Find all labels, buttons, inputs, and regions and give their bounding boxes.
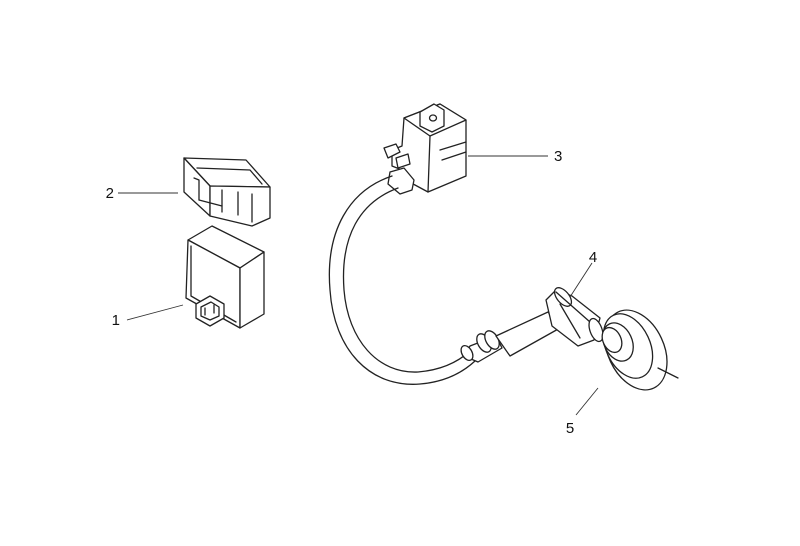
leader-4 — [569, 262, 593, 298]
part-4-plug-cap — [460, 287, 604, 363]
callout-3: 3 — [554, 148, 562, 165]
callout-1: 1 — [112, 312, 120, 329]
leader-5 — [575, 387, 599, 416]
part-2-cover — [183, 157, 271, 227]
leader-1 — [126, 304, 184, 321]
callout-2: 2 — [106, 185, 114, 202]
part-3-ignition-coil — [383, 103, 467, 195]
part-1-control-unit — [185, 225, 265, 329]
callout-5: 5 — [566, 420, 574, 437]
part-5-grommet — [601, 309, 679, 391]
ht-lead — [328, 175, 476, 385]
callout-4: 4 — [589, 249, 597, 266]
